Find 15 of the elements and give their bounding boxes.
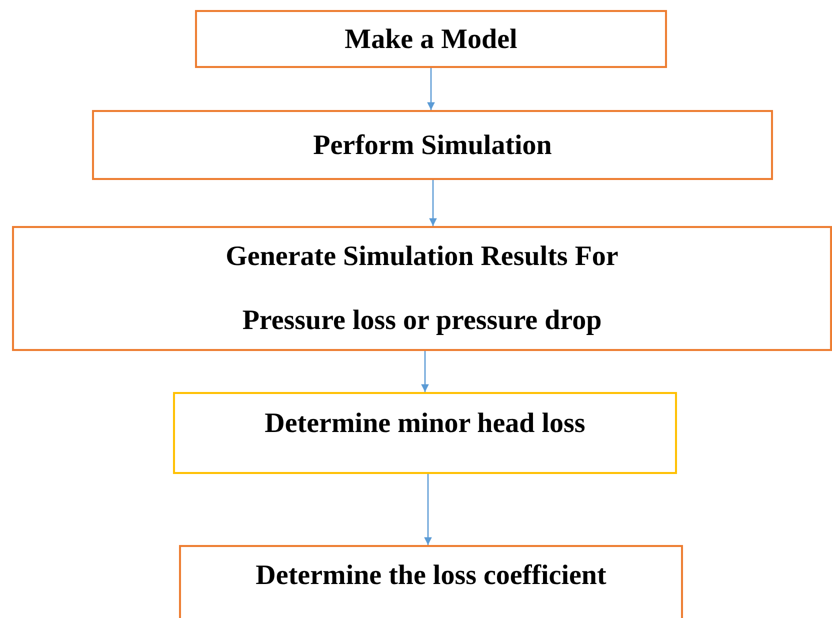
box-label: Determine the loss coefficient <box>256 560 606 592</box>
box-label: Generate Simulation Results For <box>226 241 618 273</box>
box-label: Pressure loss or pressure drop <box>242 305 602 337</box>
box-label: Perform Simulation <box>313 130 552 162</box>
process-box <box>173 392 677 474</box>
process-box <box>92 110 773 180</box>
arrow <box>427 68 435 110</box>
box-label: Determine minor head loss <box>264 408 586 440</box>
box-label: Make a Model <box>344 24 518 56</box>
arrow <box>424 474 432 545</box>
arrow <box>421 351 429 392</box>
process-box <box>179 545 683 618</box>
arrow <box>429 180 437 226</box>
process-box <box>12 226 832 351</box>
process-box <box>195 10 667 68</box>
